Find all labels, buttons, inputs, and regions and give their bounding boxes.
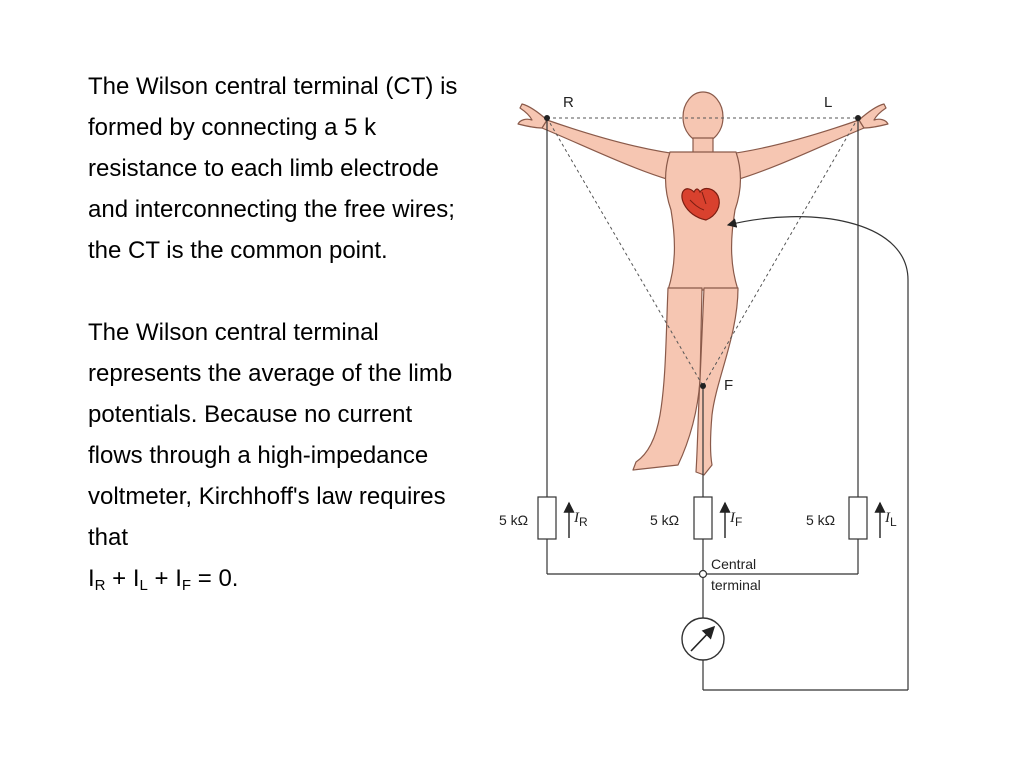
paragraph-ct-formation: The Wilson central terminal (CT) is form… (88, 73, 458, 264)
eq-sub-r: R (94, 577, 106, 594)
circuit-wires (546, 118, 909, 691)
left-hand-shape (858, 103, 889, 129)
eq-sub-l: L (139, 577, 148, 594)
human-body-figure (517, 91, 889, 476)
eq-sub-f: F (181, 577, 192, 594)
resistor-l-label: 5 kΩ (806, 512, 835, 528)
current-l-label: IL (884, 510, 897, 529)
kirchhoff-equation: IR + IL + IF = 0. (88, 558, 458, 599)
text-block: The Wilson central terminal (CT) is form… (88, 66, 458, 599)
paragraph-ct-average: The Wilson central terminal represents t… (88, 319, 453, 551)
current-r-symbol: I (573, 510, 580, 526)
eq-i-r: I (88, 565, 95, 592)
current-r-label: IR (573, 510, 588, 529)
resistor-f (693, 496, 713, 540)
wilson-terminal-diagram: R L F 5 kΩ 5 kΩ 5 kΩ IR IF IL Central te… (499, 91, 909, 691)
left-arm-shape (720, 119, 865, 181)
electrode-l-dot (855, 115, 861, 121)
current-l-symbol: I (884, 510, 891, 526)
eq-i-l: I (132, 565, 140, 592)
resistor-f-label: 5 kΩ (650, 512, 679, 528)
voltmeter-icon (681, 617, 725, 661)
heart-graphic (681, 187, 720, 221)
eq-plus-1: + (105, 565, 133, 592)
right-leg-shape (632, 287, 703, 471)
current-f-subscript: F (735, 515, 742, 529)
label-l: L (824, 94, 832, 111)
head-shape (682, 91, 724, 143)
resistor-r-label: 5 kΩ (499, 512, 528, 528)
central-terminal-node (698, 569, 708, 579)
current-l-subscript: L (890, 515, 897, 529)
resistor-l (848, 496, 868, 540)
eq-plus-2: + (147, 565, 176, 592)
central-terminal-label-2: terminal (711, 577, 761, 593)
label-r: R (563, 94, 574, 111)
eq-tail: = 0. (191, 565, 239, 592)
resistor-r (537, 496, 557, 540)
right-hand-shape (517, 103, 548, 129)
electrode-f-dot (700, 383, 706, 389)
current-f-symbol: I (729, 510, 736, 526)
right-arm-shape (541, 119, 686, 181)
paragraph-gap (88, 271, 458, 312)
eq-i-f: I (175, 565, 182, 592)
central-terminal-label-1: Central (711, 556, 756, 572)
current-r-subscript: R (579, 515, 588, 529)
electrode-r-dot (544, 115, 550, 121)
current-f-label: IF (729, 510, 742, 529)
current-arrows (563, 501, 886, 538)
torso-shape (665, 151, 741, 291)
label-f: F (724, 377, 733, 394)
left-leg-shape (695, 287, 739, 476)
einthoven-triangle (546, 117, 859, 387)
